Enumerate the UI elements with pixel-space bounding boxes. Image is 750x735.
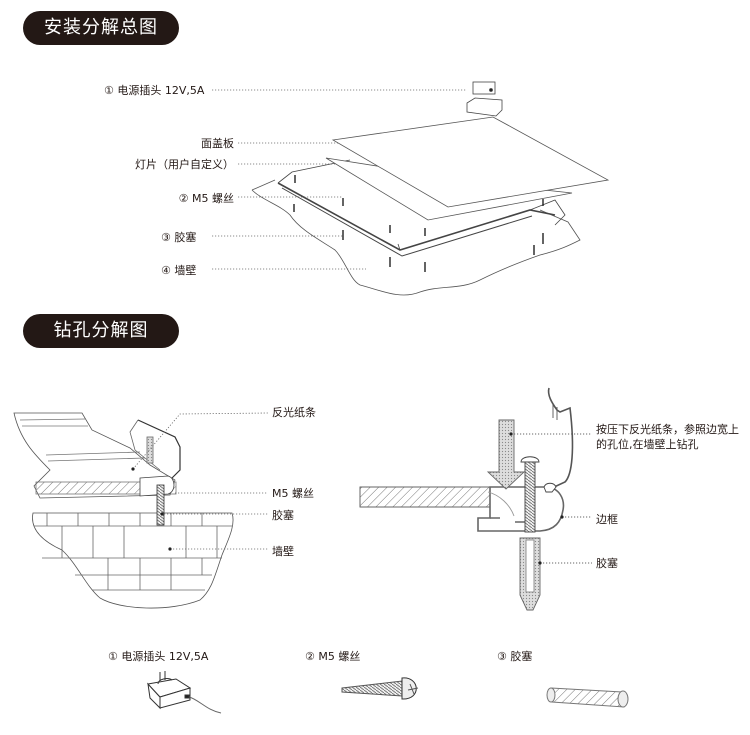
label-wall-detail: 墙壁 <box>272 545 294 558</box>
label-frame: 边框 <box>596 513 618 526</box>
section-title-exploded-view: 安装分解总图 <box>23 11 179 45</box>
label-m5-screw: ② M5 螺丝 <box>178 192 234 205</box>
label-m5-screw-detail: M5 螺丝 <box>272 487 314 500</box>
screw-shaft <box>156 484 165 526</box>
instruction-note: 按压下反光纸条，参照边宽上 的孔位,在墙壁上钻孔 <box>596 422 739 452</box>
power-adapter-icon <box>147 671 222 714</box>
leader-lines-right <box>511 433 592 564</box>
label-wall-plug: ③ 胶塞 <box>161 231 197 244</box>
wall-plug-icon <box>546 687 629 708</box>
label-reflective-strip: 反光纸条 <box>272 406 316 419</box>
reflective-strip <box>137 419 181 479</box>
screw-body <box>524 461 536 533</box>
press-down-arrow <box>486 419 526 490</box>
power-adapter <box>466 81 503 117</box>
leader-lines-left <box>132 412 269 550</box>
brick-wall <box>32 512 234 609</box>
section-title-drilling-view: 钻孔分解图 <box>23 314 179 348</box>
panel-slab <box>13 412 176 499</box>
label-wall: ④ 墙壁 <box>161 264 197 277</box>
hatched-panel <box>359 486 491 508</box>
instruction-line-1: 按压下反光纸条，参照边宽上 <box>596 423 739 436</box>
part-label-wall-plug: ③ 胶塞 <box>497 650 533 663</box>
wall-outline <box>251 189 581 296</box>
label-cover-panel: 面盖板 <box>201 137 234 150</box>
brick-lines <box>34 513 232 591</box>
drilling-right-view <box>359 387 592 611</box>
label-light-sheet: 灯片（用户自定义） <box>135 158 234 171</box>
reflective-strip-hook <box>547 387 574 489</box>
cover-panel <box>331 116 610 208</box>
frame-section <box>477 486 565 532</box>
part-label-screw: ② M5 螺丝 <box>305 650 361 663</box>
drilling-left-view <box>13 412 269 609</box>
instruction-line-2: 的孔位,在墙壁上钻孔 <box>596 438 699 451</box>
label-power-plug: ① 电源插头 12V,5A <box>104 84 205 97</box>
screws-and-plugs <box>293 175 544 272</box>
label-wall-plug-detail: 胶塞 <box>272 509 294 522</box>
screw-icon <box>341 677 419 700</box>
screw-head <box>520 456 540 463</box>
exploded-view <box>212 81 610 296</box>
label-plug-section: 胶塞 <box>596 557 618 570</box>
part-label-power-adapter: ① 电源插头 12V,5A <box>108 650 209 663</box>
